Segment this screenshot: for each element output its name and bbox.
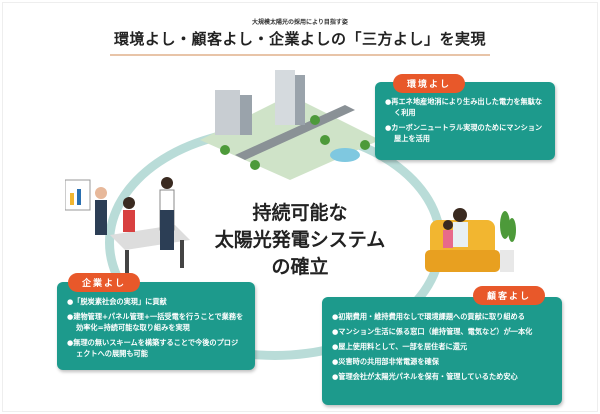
company-item: ●無理の無いスキームを構築することで今後のプロジェクトへの展開も可能 <box>67 338 239 358</box>
customer-box: ●初期費用・維持費用なしで環境課題への貢献に取り組める ●マンション生活に係る窓… <box>322 297 562 405</box>
customer-item: ●屋上使用料として、一部を居住者に還元 <box>332 342 468 351</box>
environment-box: ●再エネ地産地消により生み出した電力を無駄なく利用 ●カーボンニュートラル実現の… <box>375 82 555 160</box>
company-item: ●建物管理+パネル管理+一括受電を行うことで業務を効率化=持続可能な取り組みを実… <box>67 312 244 332</box>
customer-item: ●管理会社が太陽光パネルを保有・管理しているため安心 <box>332 372 518 381</box>
central-line-1: 持続可能な <box>252 202 348 224</box>
office-workers-illustration <box>65 177 190 278</box>
page-title: 環境よし・顧客よし・企業よしの「三方よし」を実現 <box>113 30 486 48</box>
customer-item: ●災害時の共用部非常電源を確保 <box>332 357 439 366</box>
environment-item: ●再エネ地産地消により生み出した電力を無駄なく利用 <box>385 97 543 117</box>
title-underline <box>110 54 490 56</box>
city-illustration <box>200 70 380 180</box>
family-sofa-illustration <box>425 208 516 272</box>
company-tag: 企業よし <box>68 273 141 292</box>
company-box: ●「脱炭素社会の実現」に貢献 ●建物管理+パネル管理+一括受電を行うことで業務を… <box>57 282 255 370</box>
subtitle: 大規模太陽光の採用により目指す姿 <box>252 19 348 26</box>
central-message: 持続可能な 太陽光発電システム の確立 <box>210 200 390 281</box>
customer-item: ●初期費用・維持費用なしで環境課題への貢献に取り組める <box>332 312 525 321</box>
company-item: ●「脱炭素社会の実現」に貢献 <box>67 297 167 306</box>
customer-item: ●マンション生活に係る窓口（維持管理、電気など）が一本化 <box>332 327 533 336</box>
environment-item: ●カーボンニュートラル実現のためにマンション屋上を活用 <box>385 123 543 143</box>
customer-tag: 顧客よし <box>473 286 546 305</box>
central-line-2: 太陽光発電システム <box>214 229 386 251</box>
central-line-3: の確立 <box>271 256 329 278</box>
environment-tag: 環境よし <box>393 74 466 93</box>
